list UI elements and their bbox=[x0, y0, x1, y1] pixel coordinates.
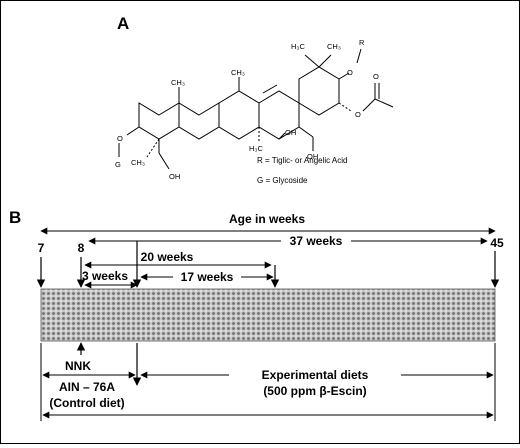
legend-r: R = Tiglic- or Angelic Acid bbox=[257, 156, 347, 165]
weeks-37-label: 37 weeks bbox=[290, 234, 343, 248]
atom-label-r: R bbox=[359, 38, 365, 47]
week-8-label: 8 bbox=[78, 241, 85, 255]
week-7-label: 7 bbox=[38, 241, 45, 255]
panel-b-label: B bbox=[9, 208, 21, 227]
control-diet-line1: AIN – 76A bbox=[59, 380, 115, 394]
triterpene-structure bbox=[118, 48, 394, 170]
timeline-bar bbox=[40, 288, 496, 342]
week-45-label: 45 bbox=[490, 236, 504, 250]
legend-g: G = Glycoside bbox=[257, 176, 308, 185]
weeks-3-label: 3 weeks bbox=[82, 269, 128, 283]
weeks-17-label: 17 weeks bbox=[181, 270, 234, 284]
atom-label-o-carbonyl: O bbox=[373, 72, 379, 81]
atom-label-o-r: O bbox=[347, 68, 353, 77]
age-title: Age in weeks bbox=[229, 212, 305, 226]
control-diet-line2: (Control diet) bbox=[49, 396, 124, 410]
atom-label-ch3-c8: CH₃ bbox=[231, 68, 245, 77]
atom-label-oh-c24: OH bbox=[169, 172, 180, 181]
atom-label-h3c-c14: H₃C bbox=[249, 144, 263, 153]
atom-label-ch3-c4: CH₃ bbox=[131, 158, 145, 167]
experimental-diet-line1: Experimental diets bbox=[262, 368, 369, 382]
atom-label-oh-c16: OH bbox=[285, 128, 296, 137]
atom-label-g: G bbox=[115, 160, 121, 169]
experimental-diet-line2: (500 ppm β-Escin) bbox=[263, 384, 366, 398]
atom-label-o-ester: O bbox=[355, 110, 361, 119]
atom-label-ch3-c10: CH₃ bbox=[171, 78, 185, 87]
atom-label-oh-c28: OH bbox=[307, 152, 318, 161]
weeks-20-label: 20 weeks bbox=[141, 250, 194, 264]
nnk-label: NNK bbox=[65, 359, 91, 373]
panel-a-label: A bbox=[117, 14, 129, 33]
atom-label-h3c: H₃C bbox=[291, 42, 305, 51]
atom-label-ch3-top: CH₃ bbox=[327, 42, 341, 51]
atom-label-o-c3: O bbox=[117, 134, 123, 143]
